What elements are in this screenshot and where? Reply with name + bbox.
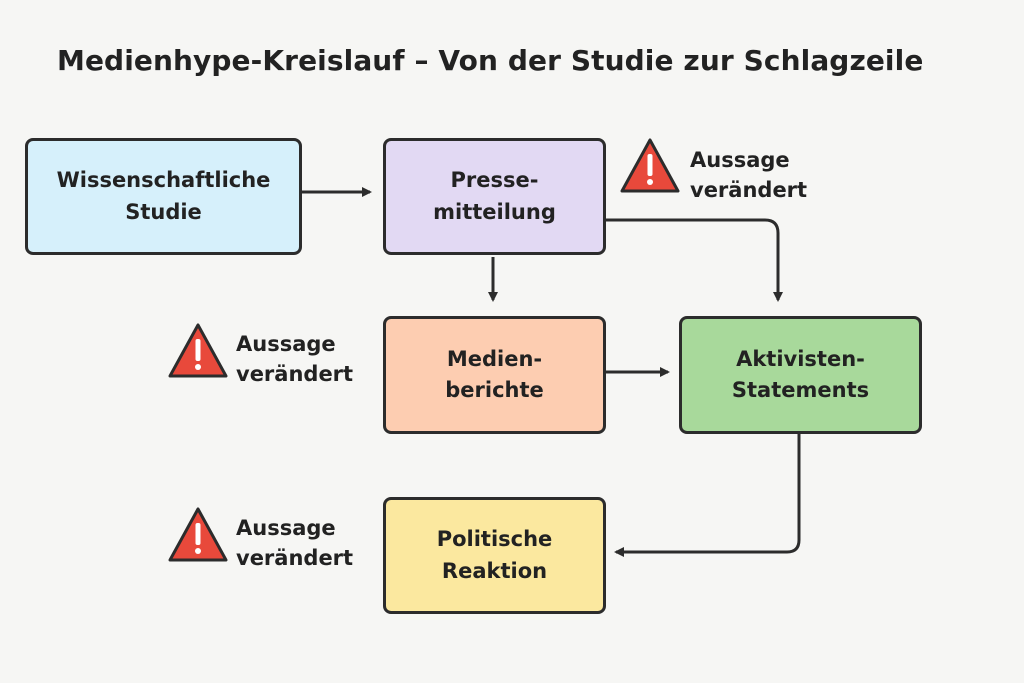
warning-triangle-icon — [620, 138, 680, 193]
arrow-presse-to-aktivisten — [606, 218, 783, 302]
node-aktivisten-statements: Aktivisten- Statements — [679, 316, 922, 434]
warning-triangle-icon — [168, 323, 228, 378]
node-medienberichte: Medien- berichte — [383, 316, 606, 434]
node-label: Aktivisten- Statements — [731, 346, 870, 403]
arrow-aktivisten-to-politik — [614, 434, 801, 557]
warning-triangle-icon — [168, 507, 228, 562]
node-label: Medien- berichte — [445, 346, 544, 403]
warning-label-presse: Aussage verändert — [690, 148, 808, 203]
node-wissenschaftliche-studie: Wissenschaftliche Studie — [25, 138, 302, 255]
node-label: Politische Reaktion — [436, 527, 553, 583]
node-politische-reaktion: Politische Reaktion — [383, 497, 606, 614]
node-label: Presse- mitteilung — [433, 168, 556, 224]
warning-label-politik: Aussage verändert — [236, 516, 354, 571]
diagram-title: Medienhype-Kreislauf – Von der Studie zu… — [57, 44, 924, 77]
node-pressemitteilung: Presse- mitteilung — [383, 138, 606, 255]
node-label: Wissenschaftliche Studie — [56, 168, 271, 224]
warning-label-medien: Aussage verändert — [236, 332, 354, 387]
